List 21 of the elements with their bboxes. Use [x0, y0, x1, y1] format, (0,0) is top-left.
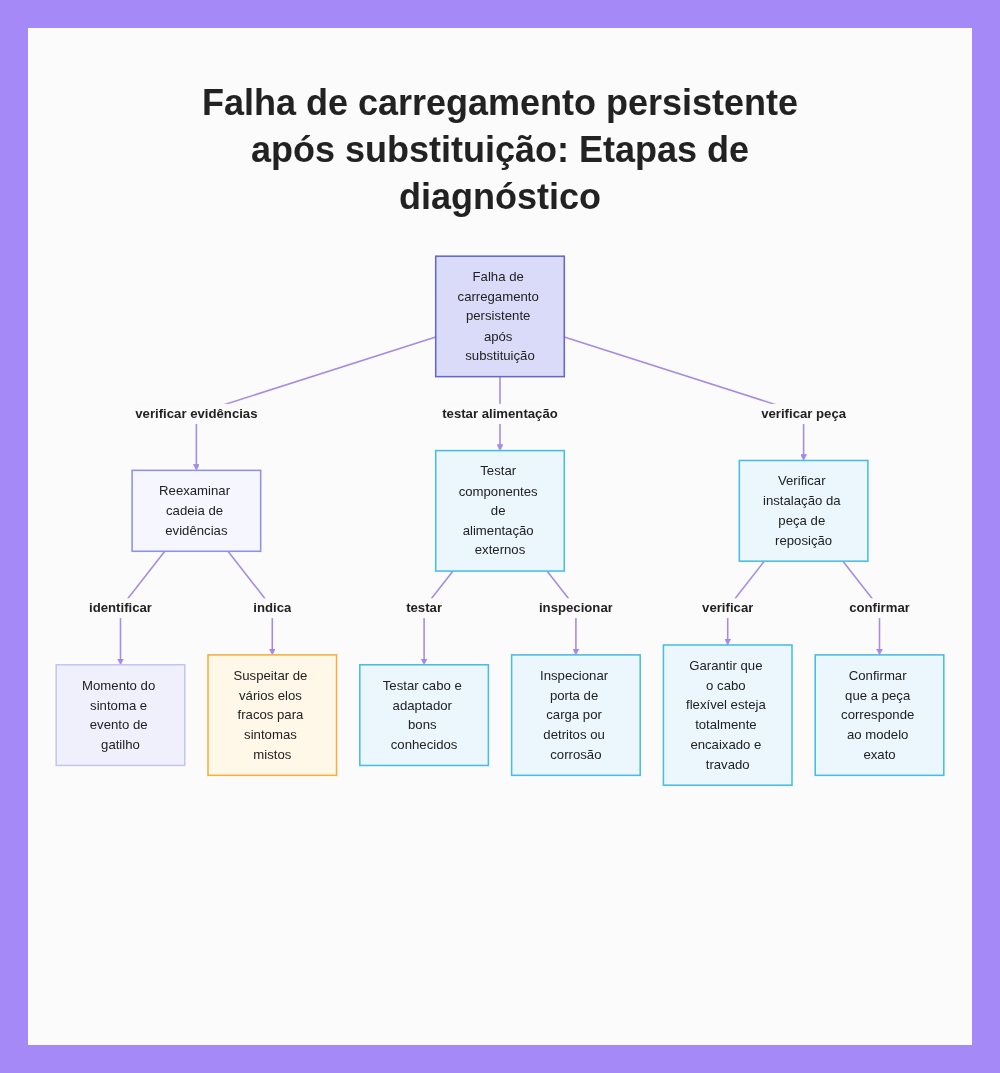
node-box: [434, 255, 566, 378]
node-box: [662, 644, 793, 787]
edge-label: confirmar: [849, 600, 910, 616]
card-background: Falha de carregamento persistente após substituição: Etapas de diagnóstico verificar evidências testar alimentação verificar peça identificar indica testar inspecionar verificar confirmar Falha de carregamento persistente após substituição Reexaminar cadeia de evidências Testar componentes de alimentação externos Verificar instalação da peça de reposição Momento do sintoma e evento de gatilho Suspeitar de vários elos fracos para sintomas mistos Testar cabo e adaptador bons conhecidos Inspecionar porta de carga por detritos ou corrosão Garantir que o cabo flexível esteja totalmente encaixado e travado Confirmar que a peça corresponde ao modelo exato: [28, 28, 972, 1045]
node-box: [55, 664, 186, 767]
node-box: [359, 664, 490, 767]
edge-label: verificar evidências: [135, 406, 258, 422]
edge-label: indica: [253, 600, 292, 616]
edge-label: testar: [406, 600, 443, 616]
node-box: [510, 654, 641, 777]
node-box: [738, 460, 869, 563]
edge-label: identificar: [89, 600, 152, 616]
edge-label: verificar peça: [761, 406, 847, 422]
node-box: [434, 450, 566, 573]
edge-label: inspecionar: [538, 600, 613, 616]
node-box: [131, 469, 262, 553]
diagram-title: Falha de carregamento persistente após substituição: Etapas de diagnóstico: [200, 81, 800, 219]
node-box: [207, 654, 338, 777]
node-box: [814, 654, 945, 777]
edge-label: testar alimentação: [442, 406, 558, 422]
edge-label: verificar: [702, 600, 754, 616]
